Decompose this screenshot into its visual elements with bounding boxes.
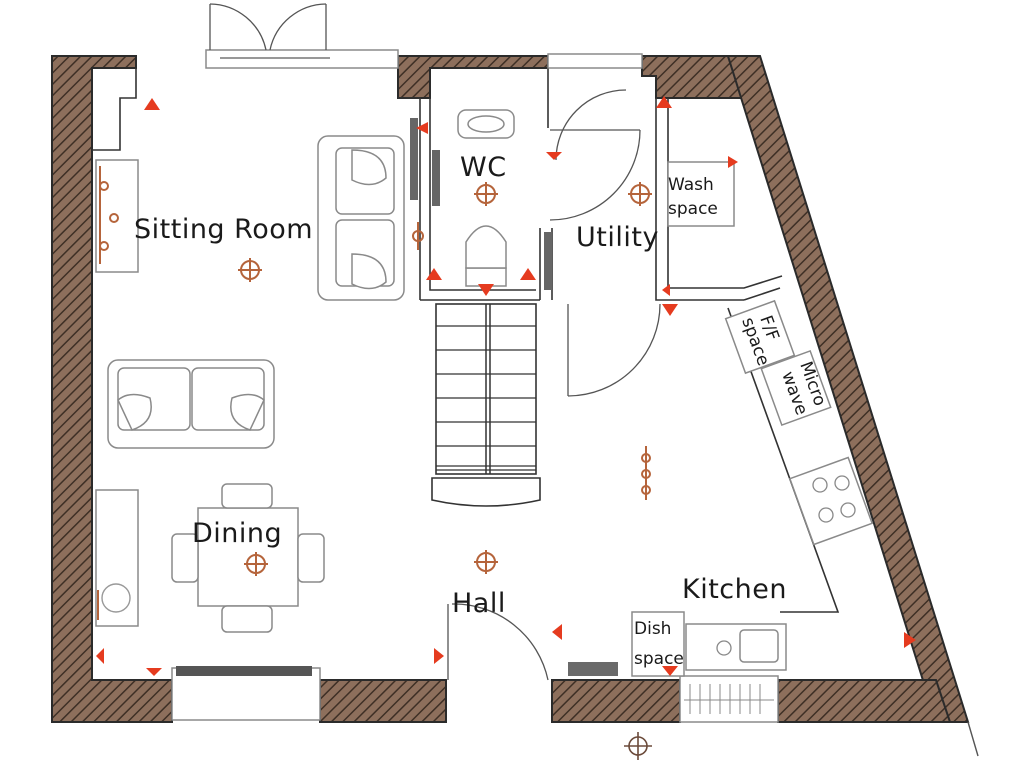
label-hall: Hall bbox=[452, 588, 506, 619]
ceiling-light-dining bbox=[244, 552, 268, 576]
wall-top-middle bbox=[397, 55, 549, 99]
label-dining: Dining bbox=[192, 518, 282, 549]
boundary-line bbox=[967, 721, 979, 757]
wall-light-right bbox=[412, 222, 424, 250]
label-sitting-room: Sitting Room bbox=[134, 214, 313, 245]
wash-space-box bbox=[667, 161, 735, 227]
wall-bottom-left bbox=[319, 679, 447, 723]
wall-right-slanted bbox=[726, 55, 970, 723]
window-bottom-right bbox=[679, 675, 779, 723]
wc-fixtures bbox=[457, 109, 515, 287]
label-kitchen: Kitchen bbox=[682, 574, 787, 605]
label-utility: Utility bbox=[576, 222, 659, 253]
sofa-vertical bbox=[317, 135, 405, 301]
window-utility bbox=[547, 53, 643, 69]
kitchen-spotlights bbox=[641, 446, 651, 500]
wall-top-right bbox=[641, 55, 744, 99]
label-wash: Wash bbox=[668, 175, 714, 195]
external-walls bbox=[51, 55, 970, 723]
wall-lights-sitting bbox=[99, 166, 119, 264]
ceiling-light-utility bbox=[628, 182, 652, 206]
kitchen-appliances bbox=[568, 299, 874, 677]
wall-bottom-middle bbox=[551, 679, 681, 723]
dining-set bbox=[171, 483, 325, 633]
wall-left bbox=[51, 55, 173, 723]
socket-markers bbox=[96, 96, 916, 676]
wall-bottom-right bbox=[777, 679, 952, 723]
windows bbox=[171, 49, 779, 723]
doors bbox=[209, 3, 661, 681]
window-top-left bbox=[205, 49, 399, 69]
ceiling-light-sitting bbox=[238, 258, 262, 282]
ceiling-light-hall bbox=[474, 550, 498, 574]
label-wash-space: space bbox=[668, 199, 718, 219]
furniture bbox=[95, 109, 874, 677]
ceiling-light-wc bbox=[474, 182, 498, 206]
label-dish-space: space bbox=[634, 649, 684, 669]
label-dish: Dish bbox=[634, 619, 671, 639]
outdoor-light bbox=[624, 732, 652, 760]
staircase bbox=[431, 303, 541, 507]
cupboard bbox=[95, 489, 139, 627]
window-bottom-left bbox=[171, 667, 321, 721]
sofa-horizontal bbox=[107, 359, 275, 449]
label-wc: WC bbox=[460, 152, 507, 183]
light-fixtures bbox=[97, 166, 652, 760]
room-labels: Sitting Room WC Utility Dining Hall Kitc… bbox=[134, 152, 787, 619]
